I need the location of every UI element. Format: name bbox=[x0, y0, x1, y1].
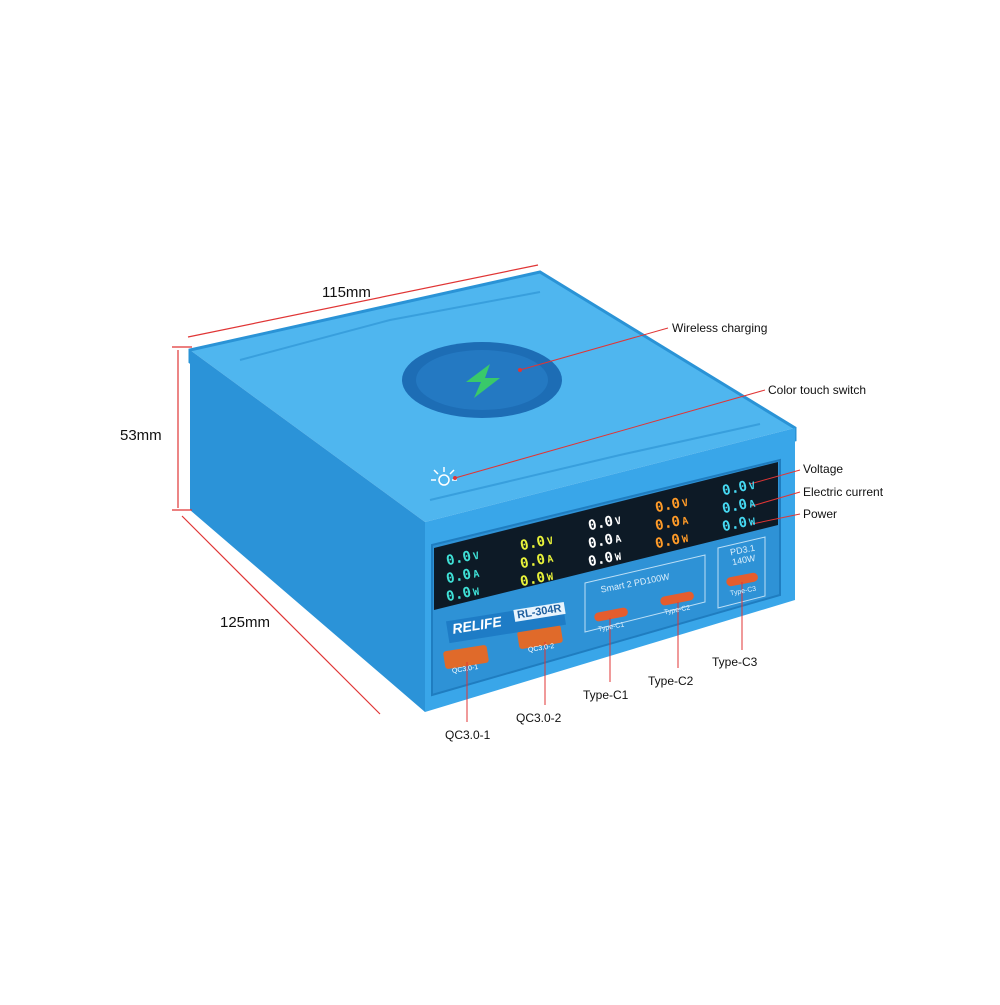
callout-lines bbox=[454, 327, 801, 722]
callout-c3: Type-C3 bbox=[712, 655, 758, 669]
qc3-port-2[interactable] bbox=[517, 625, 563, 650]
callout-qc2: QC3.0-2 bbox=[516, 711, 562, 725]
top-groove bbox=[239, 291, 541, 361]
callout-anchors bbox=[453, 368, 522, 480]
qc3-port-1[interactable] bbox=[443, 645, 489, 670]
callout-c2: Type-C2 bbox=[648, 674, 694, 688]
type-c1-port[interactable] bbox=[594, 607, 629, 622]
callout-power: Power bbox=[803, 507, 838, 521]
type-c2-port[interactable] bbox=[660, 591, 695, 606]
lightning-bolt-icon bbox=[466, 364, 500, 398]
callout-current: Electric current bbox=[803, 485, 884, 499]
display-screen bbox=[434, 462, 778, 610]
dimension-lines bbox=[172, 264, 539, 715]
callout-touch: Color touch switch bbox=[768, 383, 867, 397]
type-c3-frame bbox=[717, 536, 766, 609]
dimension-height: 53mm bbox=[120, 427, 162, 444]
top-groove bbox=[429, 423, 761, 501]
callout-c1: Type-C1 bbox=[583, 688, 629, 702]
callout-wireless: Wireless charging bbox=[672, 321, 768, 335]
callout-qc1: QC3.0-1 bbox=[445, 728, 491, 742]
device-left-side bbox=[190, 350, 425, 712]
touch-switch-icon[interactable] bbox=[431, 467, 457, 486]
type-c-group-frame bbox=[584, 554, 706, 633]
type-c3-port[interactable] bbox=[726, 572, 759, 587]
dimension-width: 115mm bbox=[322, 284, 371, 301]
dimension-depth: 125mm bbox=[220, 614, 271, 631]
callout-voltage: Voltage bbox=[803, 462, 844, 476]
